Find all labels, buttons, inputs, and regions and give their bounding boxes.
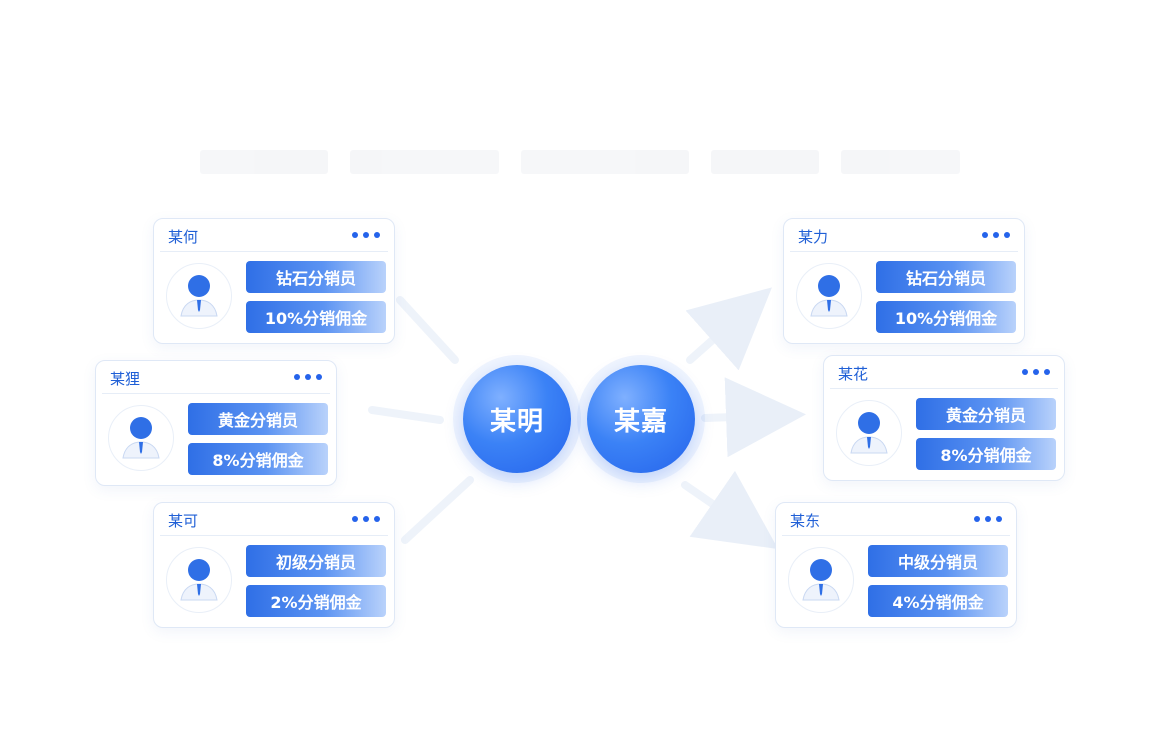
person-avatar-icon [788,547,854,613]
rank-tag: 黄金分销员 [188,403,328,435]
hub-right-label: 某嘉 [613,406,668,437]
commission-tag: 4%分销佣金 [868,585,1008,617]
person-avatar-icon [166,263,232,329]
more-dots-icon[interactable] [982,232,1010,238]
distributor-name: 某东 [790,512,821,530]
connector-line [701,377,806,458]
more-dots-icon[interactable] [974,516,1002,522]
commission-tag: 10%分销佣金 [246,301,386,333]
distributor-card: 某何 钻石分销员 10%分销佣金 [153,218,395,344]
distributor-card: 某力 钻石分销员 10%分销佣金 [783,218,1025,344]
more-dots-icon[interactable] [352,516,380,522]
card-header: 某花 [830,356,1058,389]
distributor-name: 某狸 [110,370,141,388]
rank-tag: 钻石分销员 [876,261,1016,293]
rank-tag: 钻石分销员 [246,261,386,293]
card-header: 某可 [160,503,388,536]
distributor-name: 某花 [838,365,869,383]
commission-tag: 8%分销佣金 [188,443,328,475]
hub-right: 某嘉 [587,365,695,473]
hub-left: 某明 [463,365,571,473]
connector-line [681,470,779,550]
card-header: 某力 [790,219,1018,252]
more-dots-icon[interactable] [1022,369,1050,375]
faint-background-text [200,150,960,180]
person-avatar-icon [796,263,862,329]
card-header: 某何 [160,219,388,252]
distributor-name: 某何 [168,228,199,246]
person-avatar-icon [108,405,174,471]
distributor-card: 某狸 黄金分销员 8%分销佣金 [95,360,337,486]
distributor-card: 某花 黄金分销员 8%分销佣金 [823,355,1065,481]
hub-left-label: 某明 [489,406,544,437]
distributor-name: 某可 [168,512,199,530]
distributor-card: 某可 初级分销员 2%分销佣金 [153,502,395,628]
more-dots-icon[interactable] [352,232,380,238]
connector-line [368,406,444,424]
rank-tag: 中级分销员 [868,545,1008,577]
connector-line [685,287,772,371]
card-header: 某狸 [102,361,330,394]
commission-tag: 10%分销佣金 [876,301,1016,333]
person-avatar-icon [166,547,232,613]
more-dots-icon[interactable] [294,374,322,380]
connector-line [401,476,474,544]
commission-tag: 8%分销佣金 [916,438,1056,470]
person-avatar-icon [836,400,902,466]
distributor-name: 某力 [798,228,829,246]
distributor-card: 某东 中级分销员 4%分销佣金 [775,502,1017,628]
rank-tag: 初级分销员 [246,545,386,577]
commission-tag: 2%分销佣金 [246,585,386,617]
card-header: 某东 [782,503,1010,536]
rank-tag: 黄金分销员 [916,398,1056,430]
connector-line [396,296,459,364]
